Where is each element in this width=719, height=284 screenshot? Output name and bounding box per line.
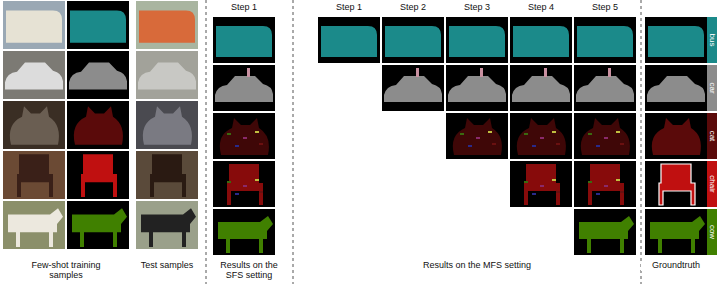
legend-label: bus: [708, 34, 716, 47]
legend-swatch: chair: [707, 161, 717, 207]
column-caption: Results on the SFS setting: [213, 261, 285, 281]
step-header: Step 3: [457, 3, 497, 13]
segmentation-mask: [382, 65, 444, 111]
segmentation-mask: [645, 209, 707, 255]
segmentation-mask: [574, 65, 636, 111]
segmentation-mask: [382, 17, 444, 63]
segmentation-mask: [67, 201, 129, 249]
segmentation-mask: [645, 17, 707, 63]
segmentation-mask: [574, 209, 636, 255]
photo-sample: [3, 151, 65, 199]
step-header: Step 4: [521, 3, 561, 13]
segmentation-mask: [67, 151, 129, 199]
legend-swatch: bus: [707, 17, 717, 63]
legend-label: cow: [708, 225, 716, 239]
segmentation-mask: [67, 51, 129, 99]
segmentation-mask: [510, 65, 572, 111]
segmentation-mask: [510, 17, 572, 63]
legend-swatch: cow: [707, 209, 717, 255]
photo-sample: [3, 1, 65, 49]
legend-swatch: cat: [707, 113, 717, 159]
segmentation-mask: [510, 113, 572, 159]
photo-sample: [136, 51, 198, 99]
column-caption: Results on the MFS setting: [407, 261, 547, 271]
step-header: Step 5: [585, 3, 625, 13]
step-header: Step 2: [393, 3, 433, 13]
segmentation-mask: [574, 17, 636, 63]
photo-sample: [3, 201, 65, 249]
separator-lines: [206, 0, 641, 284]
segmentation-mask: [213, 17, 275, 63]
legend-label: cat: [708, 131, 716, 142]
segmentation-mask: [446, 17, 508, 63]
column-caption: Test samples: [132, 261, 202, 271]
column-caption: Groundtruth: [641, 261, 711, 271]
photo-sample: [136, 201, 198, 249]
segmentation-mask: [318, 17, 380, 63]
segmentation-mask: [645, 65, 707, 111]
segmentation-mask: [574, 161, 636, 207]
photo-sample: [3, 51, 65, 99]
segmentation-mask: [510, 161, 572, 207]
photo-sample: [136, 151, 198, 199]
step-header: Step 1: [224, 3, 264, 13]
segmentation-mask: [446, 65, 508, 111]
segmentation-mask: [67, 1, 129, 49]
segmentation-mask: [213, 65, 275, 111]
segmentation-mask: [213, 113, 275, 159]
segmentation-mask: [574, 113, 636, 159]
legend-label: chair: [708, 175, 716, 192]
step-header: Step 1: [329, 3, 369, 13]
photo-sample: [136, 1, 198, 49]
segmentation-mask: [213, 209, 275, 255]
legend-swatch: car: [707, 65, 717, 111]
segmentation-mask: [446, 113, 508, 159]
legend-label: car: [708, 82, 716, 93]
segmentation-mask: [645, 113, 707, 159]
photo-sample: [136, 101, 198, 149]
segmentation-mask: [213, 161, 275, 207]
photo-sample: [3, 101, 65, 149]
segmentation-mask: [67, 101, 129, 149]
segmentation-mask: [645, 161, 707, 207]
column-caption: Few-shot training samples: [26, 261, 106, 281]
